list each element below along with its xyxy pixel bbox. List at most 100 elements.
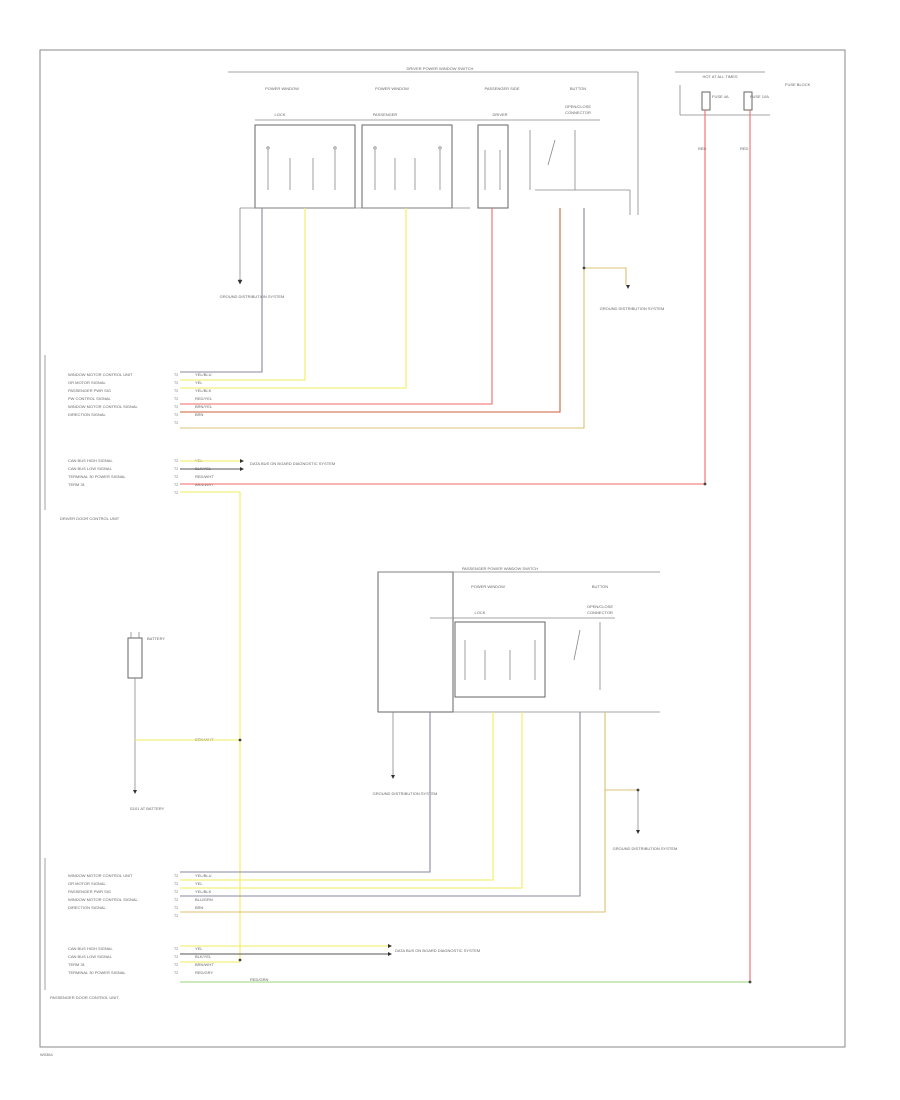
svg-text:T2: T2 [174,421,178,425]
bus-arrow-icon [240,459,244,463]
passenger-row-0: WINDOW MOTOR CONTROL UNIT [68,873,133,878]
svg-text:T2: T2 [174,955,178,959]
svg-text:GROUND DISTRIBUTION SYSTEM: GROUND DISTRIBUTION SYSTEM [373,791,438,796]
driver-tan-link [584,267,627,285]
driver-right-window-label: POWER WINDOW [375,86,409,91]
pass-gray-wire [180,712,431,873]
svg-text:BRN/YEL: BRN/YEL [195,404,213,409]
driver-connector-label: CONNECTOR [565,110,591,115]
driver-gray-wire [180,208,263,373]
pass-yellow-1 [180,712,494,881]
wire-layer [135,110,752,984]
pass-gray-2 [180,712,581,897]
passenger-window-switch: PASSENGER POWER WINDOW SWITCH POWER WIND… [377,566,660,713]
pass-yellow-2 [180,712,523,889]
passenger-window-label: POWER WINDOW [471,584,505,589]
fuse-block-label: FUSE BLOCK [785,82,811,87]
driver-driver-sublabel: DRIVER [492,112,507,117]
splice-node [238,738,242,742]
svg-text:BRN: BRN [195,412,204,417]
svg-text:T2: T2 [174,874,178,878]
fuse-a-label: FUSE 4A [712,94,729,99]
svg-text:T2: T2 [174,947,178,951]
svg-text:GROUND DISTRIBUTION SYSTEM: GROUND DISTRIBUTION SYSTEM [613,846,678,851]
passenger-open-close-label: OPEN/CLOSE [587,604,613,609]
driver-yellow-2 [180,208,407,389]
svg-text:GROUND DISTRIBUTION SYSTEM: GROUND DISTRIBUTION SYSTEM [600,306,665,311]
driver-row-9: TERMINAL 30 POWER SIGNAL [68,474,126,479]
svg-text:YEL/BLU: YEL/BLU [195,372,212,377]
svg-text:T2: T2 [174,906,178,910]
svg-text:BRN/WHT: BRN/WHT [195,962,214,967]
splice-node [703,482,707,486]
driver-switch-title: DRIVER POWER WINDOW SWITCH [407,66,474,71]
driver-passenger-label: PASSENGER SIDE [484,86,519,91]
battery-symbol [127,637,143,679]
svg-text:YEL/BLK: YEL/BLK [195,889,212,894]
svg-text:T2: T2 [174,389,178,393]
svg-text:YEL: YEL [195,881,203,886]
bus-arrow-icon [388,952,392,956]
splice-node [582,266,586,270]
svg-text:T2: T2 [174,483,178,487]
passenger-door-control-unit: PASSENGER DOOR CONTROL UNIT WINDOW MOTOR… [44,858,480,1000]
driver-tan-wire [180,208,585,429]
svg-text:T2: T2 [174,475,178,479]
passenger-connector-label: CONNECTOR [587,610,613,615]
driver-red-wire [180,208,493,405]
splice-node [238,958,242,962]
battery: BATTERY G101 AT BATTERY BRN/WHT [127,632,214,811]
passenger-can-target: DATA BUS ON BOARD DIAGNOSTIC SYSTEM [395,948,480,953]
passenger-switch-ground: GROUND DISTRIBUTION SYSTEM [373,712,438,796]
driver-switch-ground: GROUND DISTRIBUTION SYSTEM [220,279,284,299]
svg-text:YEL: YEL [195,946,203,951]
passenger-green-wire-label: RED/GRN [250,977,269,982]
driver-row-5: DIRECTION SIGNAL [68,412,107,417]
svg-text:YEL/BLU: YEL/BLU [195,873,212,878]
svg-text:BLK/YEL: BLK/YEL [195,954,212,959]
splice-node [636,788,640,792]
driver-brown-wire [180,208,561,413]
battery-ground-label: G101 AT BATTERY [130,806,165,811]
svg-text:T2: T2 [174,882,178,886]
svg-text:T2: T2 [174,397,178,401]
fuse-b-label: FUSE 10A [750,94,769,99]
passenger-row-9: TERMINAL 30 POWER SIGNAL [68,970,126,975]
driver-row-8: CAN BUS LOW SIGNAL [68,466,113,471]
driver-row-0: WINDOW MOTOR CONTROL UNIT [68,372,133,377]
svg-text:RED/WHT: RED/WHT [195,474,214,479]
fuse-block: HOT AT ALL TIMES FUSE 4A FUSE 10A FUSE B… [675,71,811,151]
driver-row-7: CAN BUS HIGH SIGNAL [68,458,113,463]
driver-row-3: PW CONTROL SIGNAL [68,396,112,401]
diagram-frame [39,49,846,1048]
passenger-row-2: PASSENGER PWR SIG [68,889,111,894]
driver-lock-sublabel: LOCK [275,112,286,117]
driver-row-2: PASSENGER PWR SIG [68,388,111,393]
passenger-switch-title: PASSENGER POWER WINDOW SWITCH [462,566,538,571]
driver-open-close-label: OPEN/CLOSE [565,104,591,109]
passenger-unit-title: PASSENGER DOOR CONTROL UNIT [50,995,119,1000]
driver-window-switch: DRIVER POWER WINDOW SWITCH POWER WINDOW … [228,66,639,280]
passenger-lock-sublabel: LOCK [475,610,486,615]
pass-tan-wire [180,712,606,913]
driver-can-target: DATA BUS ON BOARD DIAGNOSTIC SYSTEM [250,461,335,466]
passenger-lock-ground: GROUND DISTRIBUTION SYSTEM [613,790,678,851]
driver-unit-title: DRIVER DOOR CONTROL UNIT [60,516,120,521]
passenger-row-7: CAN BUS LOW SIGNAL [68,954,113,959]
svg-text:T2: T2 [174,381,178,385]
passenger-row-8: TERM 31 [68,962,86,967]
svg-text:T2: T2 [174,459,178,463]
svg-text:T2: T2 [174,467,178,471]
driver-left-window-label: POWER WINDOW [265,86,299,91]
bus-arrow-icon [388,944,392,948]
svg-text:T2: T2 [174,898,178,902]
svg-text:T2: T2 [174,413,178,417]
passenger-row-1: OR MOTOR SIGNAL [68,881,106,886]
driver-row-1: OR MOTOR SIGNAL [68,380,106,385]
battery-label: BATTERY [147,636,165,641]
passenger-row-3: WINDOW MOTOR CONTROL SIGNAL [68,897,139,902]
svg-text:T2: T2 [174,373,178,377]
driver-lock-ground: GROUND DISTRIBUTION SYSTEM [600,285,665,311]
svg-text:YEL: YEL [195,380,203,385]
